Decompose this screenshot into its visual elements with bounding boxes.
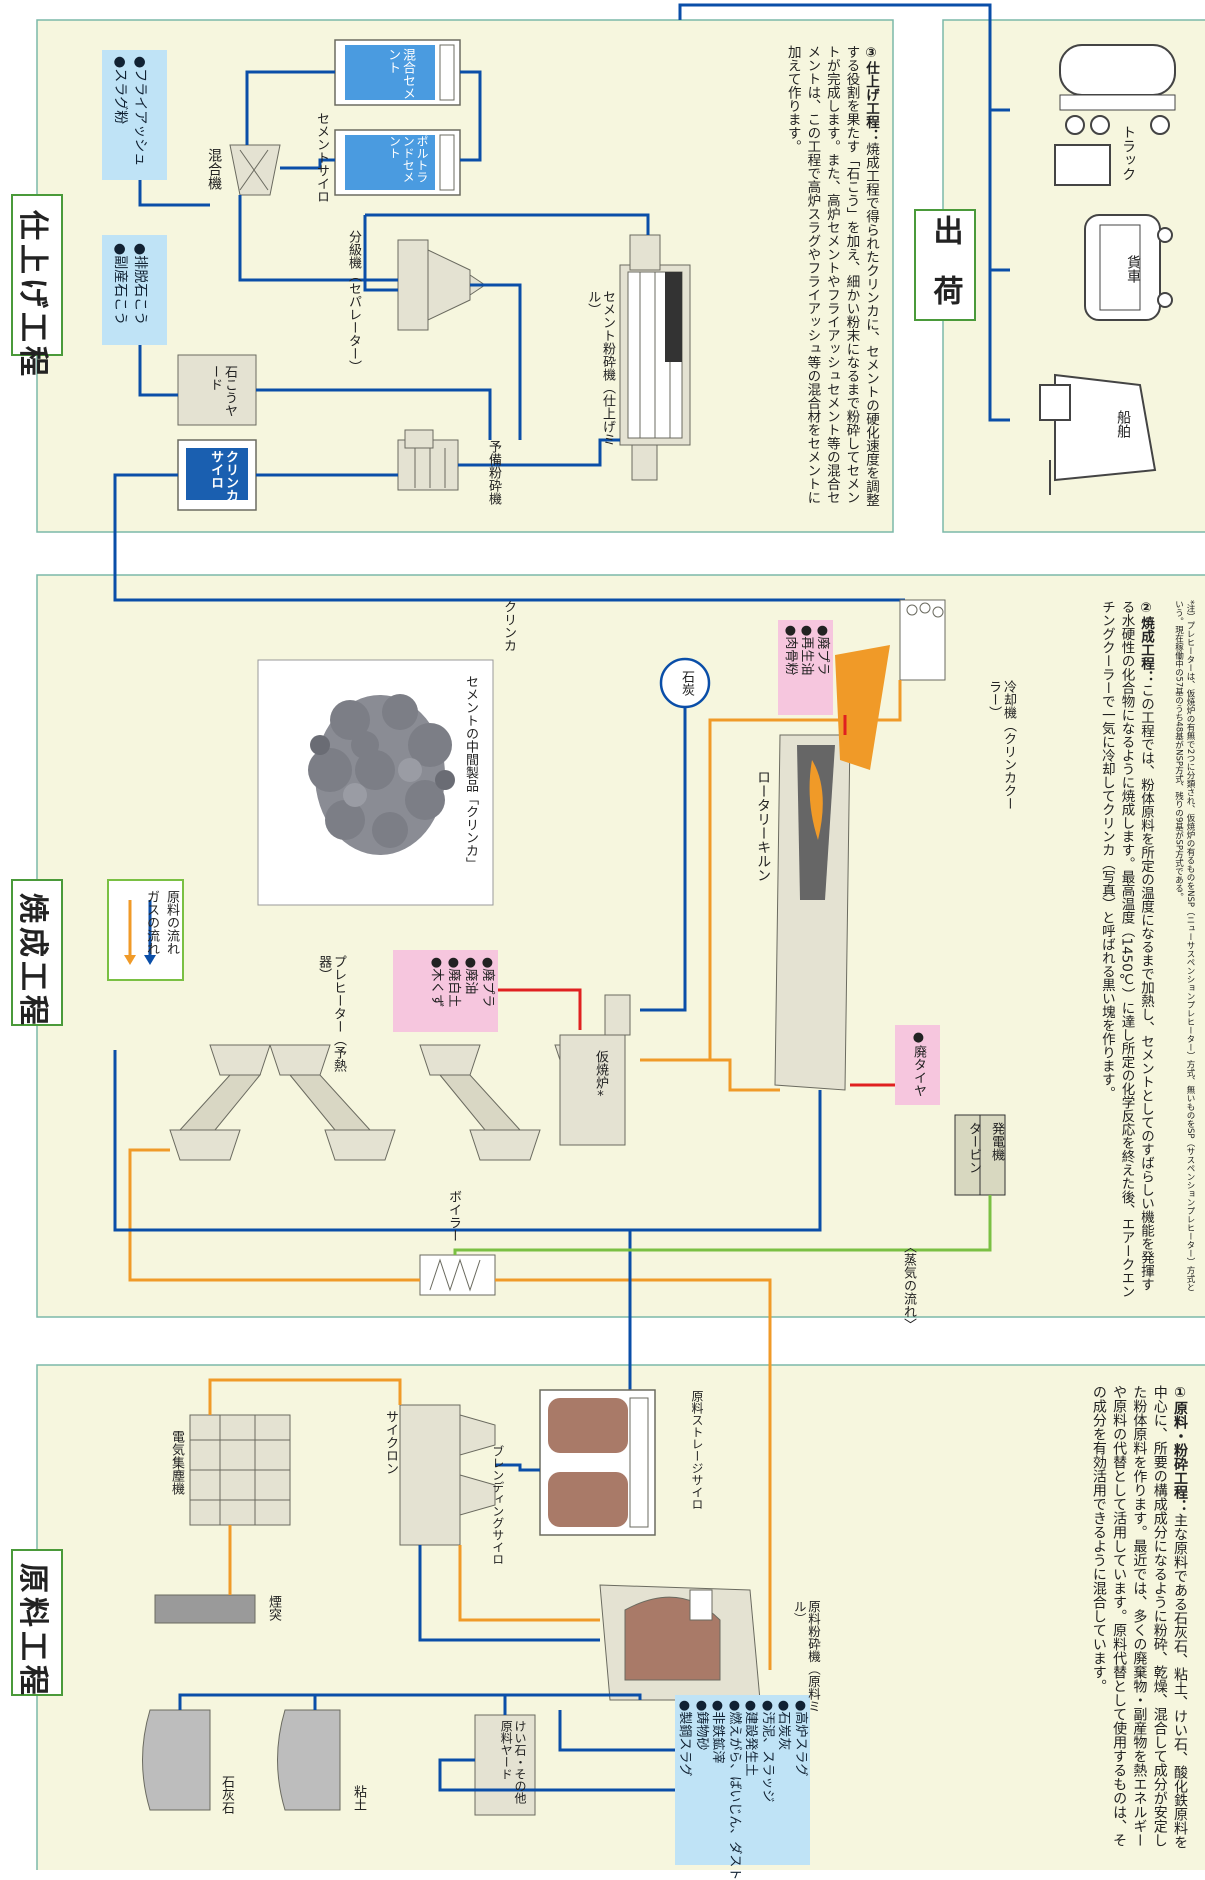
- raw-material-steel-slag: ●製鋼スラグ: [676, 1700, 693, 1880]
- raw-material-soil: ●建設発生土: [742, 1700, 759, 1880]
- mixed-cement-label: 混合セメント: [366, 48, 414, 103]
- kiln-label: ロータリーキルン: [755, 770, 771, 882]
- electrostatic-precipitator-icon: [190, 1415, 290, 1525]
- cement-silo-label: セメントサイロ: [288, 112, 328, 203]
- boiler-label: ボイラー: [445, 1190, 460, 1242]
- cooler-label: 冷却機（クリンカクーラー）: [975, 680, 1015, 820]
- fuel-2-waste-clay: ●廃白土: [445, 957, 462, 1007]
- burning-title: 焼成工程: [14, 893, 58, 1029]
- raw-material-sludge: ●汚泥、スラッジ: [759, 1700, 776, 1880]
- clinker-silo-label: クリンカサイロ: [197, 450, 237, 505]
- clay-label: 粘土: [350, 1785, 365, 1811]
- additive-flyash: ●フライアッシュ: [130, 56, 150, 166]
- fuel-tire-label: ●廃タイヤ: [910, 1030, 925, 1097]
- cyclone-label: サイクロン: [382, 1410, 397, 1475]
- ep-label: 電気集塵機: [168, 1430, 183, 1495]
- limestone-label: 石灰石: [218, 1775, 233, 1814]
- finishing-description-label: ③仕上げ工程：: [863, 45, 879, 142]
- pre-grinder-label: 予備粉砕機: [460, 440, 500, 515]
- raw-material-coal-ash: ●石炭灰: [775, 1700, 792, 1880]
- fuel-1-plastic: ●廃プラ: [814, 625, 830, 675]
- fuel-list-2: ●廃プラ ●廃油 ●廃白土 ●木くず: [428, 957, 496, 1007]
- burning-description-text: この工程では、粉体原料を所定の温度になるまで加熱し、セメントとしてのすばらしい機…: [1099, 600, 1154, 1298]
- fuel-2-wood-chips: ●木くず: [428, 957, 445, 1007]
- chimney-label: 煙突: [265, 1595, 280, 1621]
- fuel-1-recycled-oil: ●再生油: [798, 625, 814, 675]
- additive-slag-powder: ●スラグ粉: [110, 56, 130, 166]
- blending-silo-icon: [540, 1390, 655, 1535]
- clinker-label: クリンカ: [500, 600, 515, 652]
- burning-description: ②焼成工程：この工程では、粉体原料を所定の温度になるまで加熱し、セメントとしての…: [1035, 600, 1155, 1300]
- additive-desulf-gypsum: ●排脱石こう: [130, 243, 150, 325]
- cooler-icon: [900, 600, 945, 680]
- cement-mill-icon: [620, 235, 690, 480]
- burning-panel: [37, 575, 1205, 1317]
- storage-silo-label: 原料ストレージサイロ: [665, 1390, 703, 1530]
- fuel-2-plastic: ●廃プラ: [479, 957, 496, 1007]
- fuel-list-1: ●廃プラ ●再生油 ●肉骨粉: [782, 625, 830, 675]
- fuel-1-meat-bone-meal: ●肉骨粉: [782, 625, 798, 675]
- raw-title: 原料工程: [14, 1563, 58, 1699]
- finishing-title: 仕上げ工程: [14, 210, 58, 380]
- raw-material-foundry-sand: ●鋳物砂: [693, 1700, 710, 1880]
- blending-silo-label: ブレンディングサイロ: [490, 1445, 504, 1565]
- gypsum-yard-label: 石こうヤード: [198, 365, 236, 425]
- generator-label: 発電機: [988, 1122, 1003, 1161]
- calciner-label: 仮焼炉*: [592, 1050, 607, 1104]
- ship-label: 船舶: [1115, 410, 1131, 438]
- raw-material-bf-slag: ●高炉スラグ: [792, 1700, 809, 1880]
- separator-label: 分級機（セパレーター）: [320, 230, 360, 370]
- clay-icon: [278, 1710, 341, 1810]
- coal-label: 石炭: [678, 670, 693, 696]
- raw-description: ①原料・粉砕工程：主な原料である石灰石、粘土、けい石、酸化鉄原料を中心に、所要の…: [1000, 1385, 1190, 1855]
- raw-material-cinders: ●燃えがら、ばいじん、ダスト: [726, 1700, 743, 1880]
- steam-label: 〈蒸気の流れ〉: [900, 1240, 915, 1331]
- photo-caption: セメントの中間製品「クリンカ」: [462, 675, 477, 870]
- legend-gas-label: ガスの流れ: [143, 890, 158, 955]
- cement-mill-label: セメント粉砕機（仕上げミル）: [570, 290, 614, 450]
- shipping-title: 出 荷: [927, 215, 962, 305]
- additive-list-flyash: ●フライアッシュ ●スラグ粉: [110, 56, 150, 166]
- additive-byproduct-gypsum: ●副産石こう: [110, 243, 130, 325]
- legend-raw-label: 原料の流れ: [163, 890, 178, 955]
- finishing-description: ③仕上げ工程：焼成工程で得られたクリンカに、セメントの硬化速度を調整する役割を果…: [730, 45, 880, 515]
- limestone-icon: [143, 1710, 211, 1810]
- boiler-icon: [420, 1255, 495, 1295]
- truck-label: トラック: [1120, 125, 1136, 181]
- portland-cement-label: ポルトランドセメント: [356, 135, 428, 193]
- freight-car-label: 貨車: [1125, 255, 1141, 283]
- turbine-label: タービン: [965, 1122, 980, 1174]
- burning-footnote: *注）プレヒーターは、仮焼炉の有無で2つに分類され、仮焼炉の有るものをNSP（ニ…: [1150, 600, 1195, 1300]
- additive-list-gypsum: ●排脱石こう ●副産石こう: [110, 243, 150, 325]
- preheater-label: プレヒーター（予熱器）: [305, 955, 345, 1075]
- mixer-label: 混合機: [206, 148, 222, 190]
- raw-mill-icon: [600, 1585, 760, 1700]
- raw-yard-label: けい石・その他原料ヤード: [482, 1720, 526, 1810]
- chimney-icon: [155, 1595, 255, 1623]
- raw-materials-list: ●高炉スラグ ●石炭灰 ●汚泥、スラッジ ●建設発生土 ●燃えがら、ばいじん、ダ…: [676, 1700, 808, 1880]
- raw-description-label: ①原料・粉砕工程：: [1172, 1385, 1188, 1513]
- raw-material-nonferrous: ●非鉄鉱滓: [709, 1700, 726, 1880]
- fuel-2-waste-oil: ●廃油: [462, 957, 479, 1007]
